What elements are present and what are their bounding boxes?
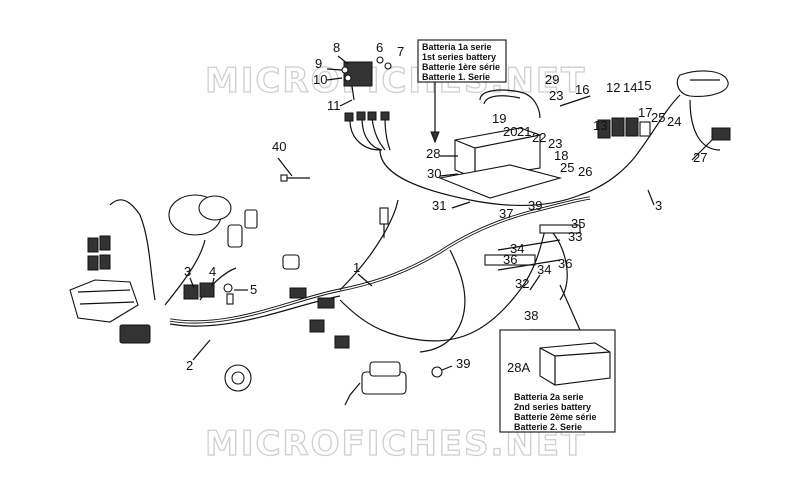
instrument-cluster bbox=[168, 194, 258, 248]
tail-light-connector bbox=[282, 254, 300, 270]
callout-39: 39 bbox=[456, 356, 470, 371]
relays-3-4 bbox=[183, 282, 234, 305]
callout-25: 25 bbox=[651, 110, 665, 125]
callout-26: 26 bbox=[578, 164, 592, 179]
callout-37: 37 bbox=[499, 206, 513, 221]
battery-first-series bbox=[438, 127, 563, 199]
callout-5: 5 bbox=[250, 282, 257, 297]
callout-36: 36 bbox=[503, 252, 517, 267]
callout-35: 35 bbox=[571, 216, 585, 231]
callout-14: 14 bbox=[623, 80, 637, 95]
callout-21: 21 bbox=[517, 124, 531, 139]
leader-lines bbox=[189, 55, 713, 361]
first-series-box: Batteria 1a serie 1st series battery Bat… bbox=[417, 39, 507, 144]
fuse-box bbox=[597, 117, 651, 139]
callout-13: 13 bbox=[593, 118, 607, 133]
callout-9: 9 bbox=[315, 56, 322, 71]
second-series-line-2: 2nd series battery bbox=[514, 402, 591, 412]
callout-2: 2 bbox=[186, 358, 193, 373]
headlight bbox=[69, 279, 139, 323]
callout-23b: 23 bbox=[548, 136, 562, 151]
callout-38: 38 bbox=[524, 308, 538, 323]
callout-7: 7 bbox=[397, 44, 404, 59]
callout-29: 29 bbox=[545, 72, 559, 87]
first-series-line-3: Batterie 1ère série bbox=[422, 62, 500, 72]
callout-22: 22 bbox=[532, 130, 546, 145]
label-28A: 28A bbox=[507, 360, 530, 375]
bolt-39 bbox=[431, 365, 453, 378]
callout-30: 30 bbox=[427, 166, 441, 181]
starter-motor bbox=[344, 361, 407, 406]
battery-cable-29 bbox=[479, 89, 541, 119]
callout-25b: 25 bbox=[560, 160, 574, 175]
plug-connectors-center bbox=[289, 287, 350, 349]
callout-33: 33 bbox=[568, 229, 582, 244]
first-series-line-1: Batteria 1a serie bbox=[422, 42, 492, 52]
callout-11: 11 bbox=[327, 98, 341, 113]
flasher-unit bbox=[119, 324, 151, 344]
callout-4: 4 bbox=[209, 264, 216, 279]
callout-20: 20 bbox=[503, 124, 517, 139]
first-series-line-2: 1st series battery bbox=[422, 52, 496, 62]
bolt-40 bbox=[280, 174, 310, 182]
callout-28: 28 bbox=[426, 146, 440, 161]
cable-clamps bbox=[484, 224, 581, 271]
callout-3: 3 bbox=[184, 264, 191, 279]
callout-6: 6 bbox=[376, 40, 383, 55]
callout-3b: 3 bbox=[655, 198, 662, 213]
voltage-regulator bbox=[341, 56, 392, 101]
connectors-left bbox=[87, 235, 111, 271]
callout-12: 12 bbox=[606, 80, 620, 95]
main-harness bbox=[109, 94, 681, 353]
callout-19: 19 bbox=[492, 111, 506, 126]
horn bbox=[224, 364, 252, 392]
second-series-line-4: Batterie 2. Serie bbox=[514, 422, 582, 432]
callouts: 1 2 3 3 4 5 6 7 8 9 10 11 12 13 14 15 16… bbox=[184, 40, 707, 373]
callout-1: 1 bbox=[353, 260, 360, 275]
first-series-line-4: Batterie 1. Serie bbox=[422, 72, 490, 82]
callout-34: 34 bbox=[510, 241, 524, 256]
callout-18: 18 bbox=[554, 148, 568, 163]
callout-31: 31 bbox=[432, 198, 446, 213]
second-series-line-1: Batteria 2a serie bbox=[514, 392, 584, 402]
callout-36b: 36 bbox=[558, 256, 572, 271]
callout-24: 24 bbox=[667, 114, 681, 129]
callout-34b: 34 bbox=[537, 262, 551, 277]
callout-39b: 39 bbox=[528, 198, 542, 213]
second-series-line-3: Batterie 2ème série bbox=[514, 412, 597, 422]
callout-8: 8 bbox=[333, 40, 340, 55]
callout-16: 16 bbox=[575, 82, 589, 97]
callout-23: 23 bbox=[549, 88, 563, 103]
callout-10: 10 bbox=[313, 72, 327, 87]
callout-27: 27 bbox=[693, 150, 707, 165]
second-series-box: 28A Batteria 2a serie 2nd series battery… bbox=[499, 284, 616, 433]
ignition-wires-top bbox=[344, 111, 391, 151]
sensor-37 bbox=[379, 207, 389, 238]
callout-40: 40 bbox=[272, 139, 286, 154]
callout-15: 15 bbox=[637, 78, 651, 93]
callout-32: 32 bbox=[515, 276, 529, 291]
ignition-switch-27 bbox=[676, 70, 731, 151]
watermark-top: MICROFICHES.NET bbox=[205, 61, 586, 101]
callout-17: 17 bbox=[638, 105, 652, 120]
